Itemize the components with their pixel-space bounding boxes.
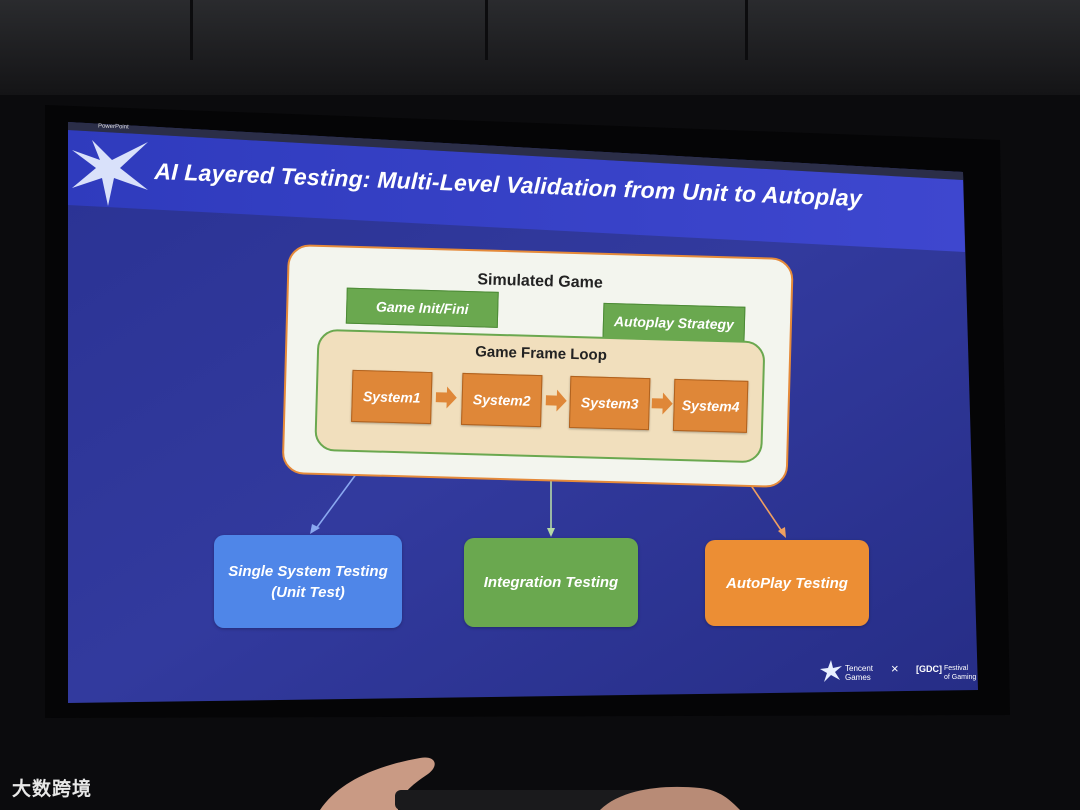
game-init-fini-tag: Game Init/Fini [345,287,499,328]
autoplay-testing-label: AutoPlay Testing [726,574,848,592]
ceiling-panel-seam [190,0,193,60]
arrow-head-integration [547,528,555,537]
system3-box: System3 [568,375,651,431]
game-frame-loop-box: Game Frame Loop System1 System2 System3 … [314,328,766,464]
arrow-head-autoplay [778,527,786,538]
game-frame-loop-title: Game Frame Loop [474,343,608,364]
simulated-game-box: Simulated Game Game Init/Fini Autoplay S… [281,244,794,489]
logo-separator: × [891,661,899,676]
system1-box: System1 [351,369,433,425]
room-ceiling [0,0,1080,95]
arrow-right-icon [545,389,567,412]
tencent-star-logo [72,140,148,206]
menubar-app-name: PowerPoint [97,123,129,131]
festival-of-gaming-logo: Festival of Gaming [944,664,976,682]
games-text: Games [845,673,871,682]
arrow-right-icon [435,386,457,409]
screen-frame-edge [978,690,1000,715]
autoplay-testing-box: AutoPlay Testing [705,540,869,626]
integration-testing-label: Integration Testing [483,574,619,591]
single-system-testing-label: Single System Testing [228,562,388,580]
unit-test-label: (Unit Test) [271,583,345,601]
integration-testing-box: Integration Testing [464,538,638,627]
tencent-games-logo: Tencent Games [845,664,873,682]
of-gaming-text: of Gaming [944,674,977,681]
arrow-right-icon [651,392,673,415]
ceiling-panel-seam [485,0,488,60]
system2-box: System2 [461,372,543,428]
slide-header-band [68,130,965,252]
os-menubar [68,122,963,180]
gdc-badge: [GDC] [916,664,942,674]
festival-text: Festival [944,665,969,672]
system4-box: System4 [672,378,749,433]
tencent-star-icon [820,660,842,682]
watermark-text: 大数跨境 [12,779,93,800]
audience-hand-holding-phone [320,757,740,810]
single-system-testing-box: Single System Testing (Unit Test) [214,535,402,628]
arrow-head-unit-test [310,524,320,534]
ceiling-panel-seam [745,0,748,60]
tencent-text: Tencent [845,664,874,673]
